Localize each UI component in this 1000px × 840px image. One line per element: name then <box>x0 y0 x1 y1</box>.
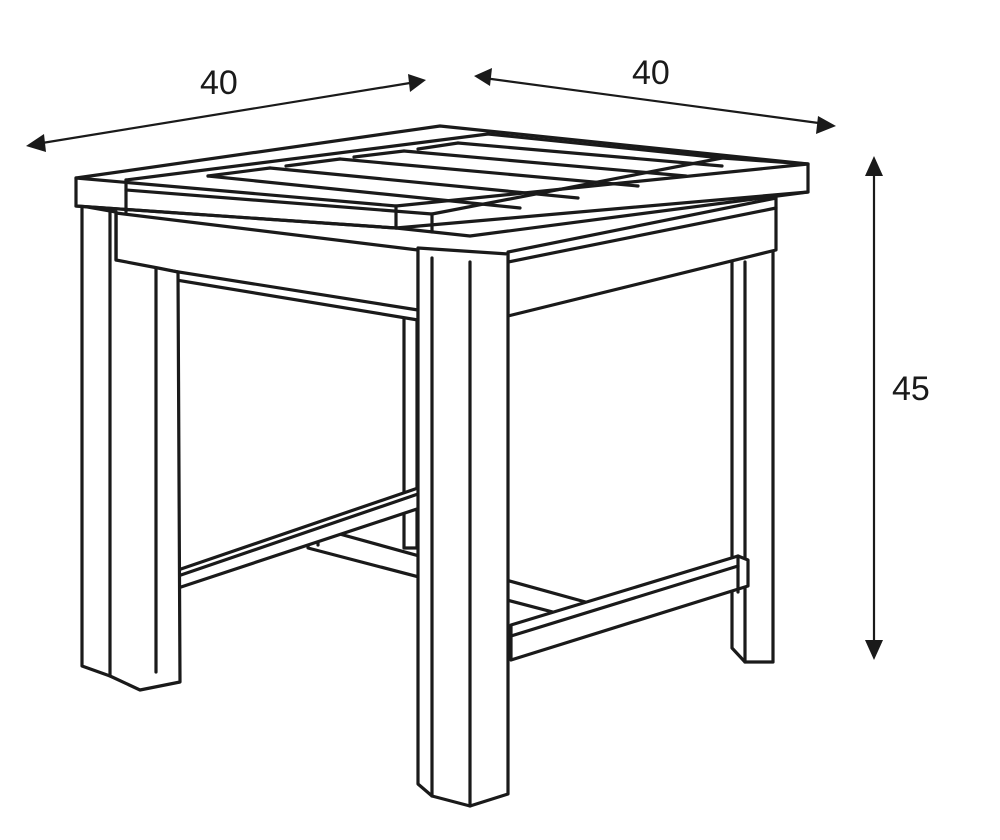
height-dimension-arrow <box>865 156 883 660</box>
top-slats <box>206 141 724 210</box>
depth-dimension-label: 40 <box>632 54 670 92</box>
left-side-stretcher <box>176 486 428 590</box>
front-left-leg <box>80 204 182 692</box>
depth-dimension-arrow <box>474 68 836 134</box>
table-top <box>74 124 810 238</box>
width-dimension-label: 40 <box>200 64 238 102</box>
back-right-leg <box>730 248 775 664</box>
right-side-stretcher <box>509 554 750 662</box>
width-dimension-arrow <box>26 74 426 152</box>
height-dimension-label: 45 <box>892 370 930 408</box>
front-right-leg <box>416 246 510 808</box>
